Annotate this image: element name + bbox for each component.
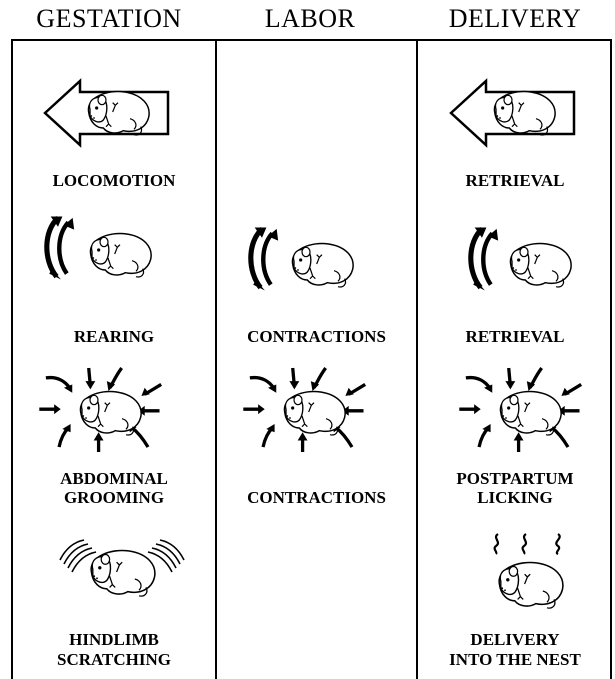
- rat-icon: [480, 84, 560, 140]
- label-locomotion: LOCOMOTION: [52, 171, 176, 190]
- rat-icon: [496, 236, 576, 292]
- label-postpartum: POSTPARTUM: [456, 469, 574, 488]
- column-divider-right: [416, 39, 418, 679]
- column-divider-left: [215, 39, 217, 679]
- header-labor: LABOR: [264, 4, 356, 33]
- rat-icon: [278, 236, 358, 292]
- label-abdominal: ABDOMINAL: [60, 469, 168, 488]
- header-gestation: GESTATION: [36, 4, 182, 33]
- rat-icon: [484, 556, 568, 612]
- label-hindlimb: HINDLIMB: [69, 630, 159, 649]
- label-retrieval-2: RETRIEVAL: [465, 327, 565, 346]
- table-frame: [11, 39, 612, 679]
- label-into-the-nest: INTO THE NEST: [449, 650, 581, 669]
- label-rearing: REARING: [73, 327, 155, 346]
- label-retrieval-1: RETRIEVAL: [465, 171, 565, 190]
- label-contractions-2: CONTRACTIONS: [247, 488, 386, 507]
- label-grooming: GROOMING: [63, 488, 165, 507]
- rat-icon: [66, 384, 146, 440]
- rat-icon: [76, 544, 160, 600]
- label-scratching: SCRATCHING: [57, 650, 171, 669]
- rocking-arrows-icon: [36, 204, 80, 292]
- rat-icon: [74, 84, 154, 140]
- label-delivery: DELIVERY: [470, 630, 560, 649]
- rat-icon: [76, 226, 156, 282]
- label-contractions-1: CONTRACTIONS: [247, 327, 386, 346]
- label-licking: LICKING: [477, 488, 553, 507]
- rat-icon: [486, 384, 566, 440]
- scratch-lines-icon: [56, 536, 188, 582]
- header-delivery: DELIVERY: [448, 4, 582, 33]
- squiggle-lines-icon: [488, 530, 572, 556]
- rat-icon: [270, 384, 350, 440]
